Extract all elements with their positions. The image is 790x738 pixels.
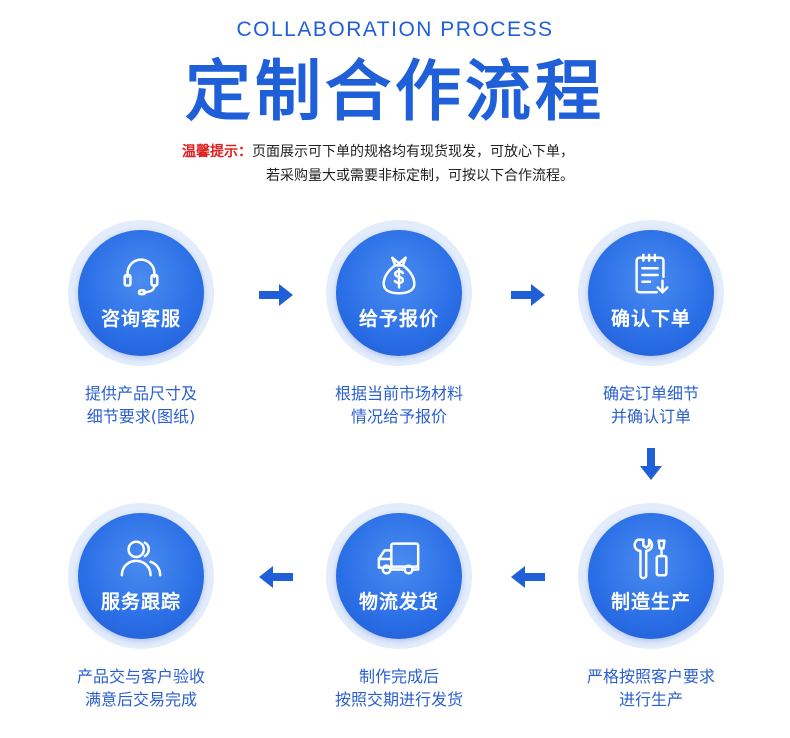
step-desc: 根据当前市场材料 情况给予报价 bbox=[314, 382, 484, 428]
step-circle: 给予报价 bbox=[336, 230, 462, 356]
step-ring: 服务跟踪 bbox=[68, 503, 214, 649]
subtitle-en: COLLABORATION PROCESS bbox=[236, 18, 554, 41]
step-circle: 服务跟踪 bbox=[78, 513, 204, 639]
order-document-icon bbox=[635, 253, 669, 293]
step-desc: 产品交与客户验收 满意后交易完成 bbox=[56, 665, 226, 711]
step-desc-line2: 满意后交易完成 bbox=[84, 690, 197, 709]
step-desc: 制作完成后 按照交期进行发货 bbox=[314, 665, 484, 711]
step-circle: 咨询客服 bbox=[78, 230, 204, 356]
step-desc-line1: 严格按照客户要求 bbox=[586, 667, 715, 686]
arrow-left-icon bbox=[259, 566, 293, 588]
arrow-right-icon bbox=[259, 284, 293, 306]
tools-icon bbox=[633, 538, 668, 579]
step-confirm-order: 确认下单 确定订单细节 并确认订单 bbox=[566, 220, 736, 428]
page-title: 定制合作流程 bbox=[185, 53, 605, 130]
step-circle: 确认下单 bbox=[588, 230, 714, 356]
step-desc-line2: 细节要求(图纸) bbox=[86, 407, 196, 426]
step-shipping: 物流发货 制作完成后 按照交期进行发货 bbox=[314, 503, 484, 711]
step-title: 制造生产 bbox=[610, 590, 691, 613]
step-desc-line2: 按照交期进行发货 bbox=[334, 690, 463, 709]
step-title: 确认下单 bbox=[610, 307, 691, 330]
step-service-tracking: 服务跟踪 产品交与客户验收 满意后交易完成 bbox=[56, 503, 226, 711]
step-desc: 确定订单细节 并确认订单 bbox=[566, 382, 736, 428]
users-icon bbox=[120, 539, 162, 576]
step-consult: 咨询客服 提供产品尺寸及 细节要求(图纸) bbox=[56, 220, 226, 428]
tip: 温馨提示：页面展示可下单的规格均有现货现发，可放心下单， 若采购量大或需要非标定… bbox=[182, 140, 574, 188]
step-desc-line1: 确定订单细节 bbox=[602, 384, 699, 403]
arrow-down-icon bbox=[640, 448, 662, 480]
step-circle: 物流发货 bbox=[336, 513, 462, 639]
step-ring: 咨询客服 bbox=[68, 220, 214, 366]
tip-line2: 若采购量大或需要非标定制，可按以下合作流程。 bbox=[266, 168, 574, 184]
step-desc-line2: 情况给予报价 bbox=[350, 407, 447, 426]
step-desc: 提供产品尺寸及 细节要求(图纸) bbox=[56, 382, 226, 428]
arrow-right-icon bbox=[511, 284, 545, 306]
tip-label: 温馨提示： bbox=[182, 144, 252, 160]
step-desc: 严格按照客户要求 进行生产 bbox=[566, 665, 736, 711]
step-ring: 制造生产 bbox=[578, 503, 724, 649]
step-circle: 制造生产 bbox=[588, 513, 714, 639]
step-desc-line2: 并确认订单 bbox=[610, 407, 691, 426]
step-desc-line1: 制作完成后 bbox=[358, 667, 439, 686]
step-title: 物流发货 bbox=[358, 590, 439, 613]
step-desc-line1: 提供产品尺寸及 bbox=[84, 384, 197, 403]
step-title: 给予报价 bbox=[358, 307, 439, 330]
tip-line1: 页面展示可下单的规格均有现货现发，可放心下单， bbox=[252, 144, 574, 160]
step-quote: 给予报价 根据当前市场材料 情况给予报价 bbox=[314, 220, 484, 428]
step-title: 咨询客服 bbox=[100, 307, 181, 330]
truck-icon bbox=[377, 541, 420, 575]
money-bag-icon bbox=[382, 256, 416, 294]
step-ring: 物流发货 bbox=[326, 503, 472, 649]
step-desc-line2: 进行生产 bbox=[618, 690, 683, 709]
step-desc-line1: 产品交与客户验收 bbox=[76, 667, 205, 686]
step-desc-line1: 根据当前市场材料 bbox=[334, 384, 463, 403]
step-ring: 确认下单 bbox=[578, 220, 724, 366]
step-title: 服务跟踪 bbox=[100, 590, 181, 613]
step-ring: 给予报价 bbox=[326, 220, 472, 366]
headset-icon bbox=[123, 257, 159, 295]
step-production: 制造生产 严格按照客户要求 进行生产 bbox=[566, 503, 736, 711]
arrow-left-icon bbox=[511, 566, 545, 588]
